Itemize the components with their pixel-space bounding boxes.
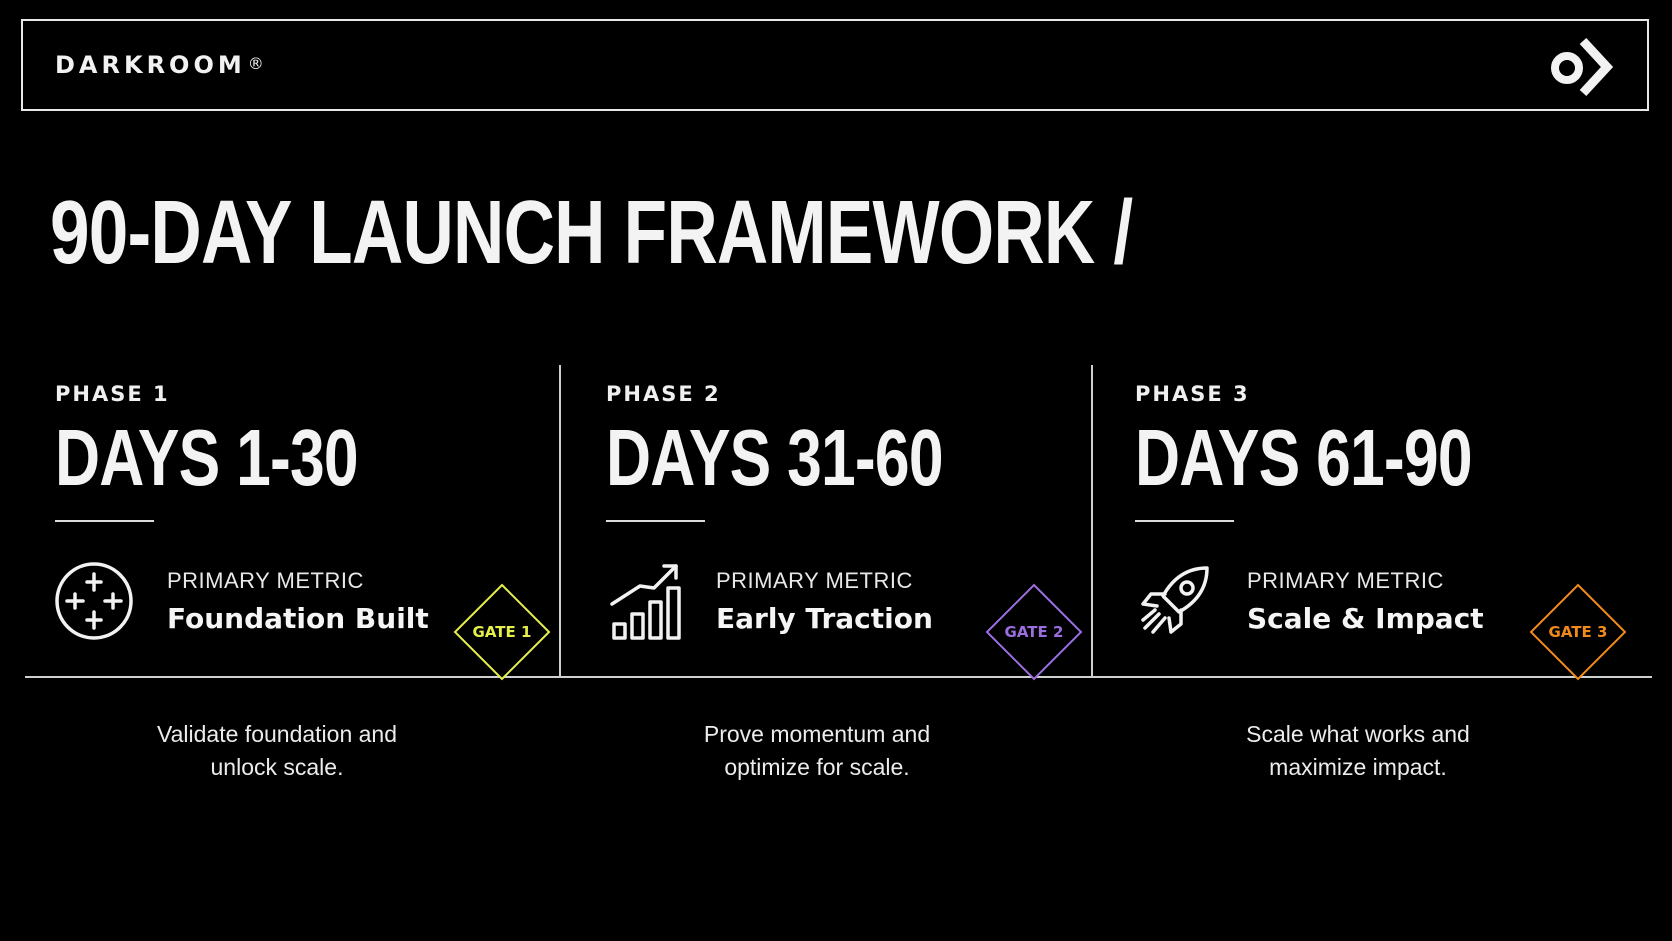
phase-underline	[55, 520, 154, 522]
phase-underline	[1135, 520, 1234, 522]
gate-label: GATE 1	[472, 623, 532, 641]
gate-1-badge: GATE 1	[452, 582, 552, 682]
gate-diamond-icon	[453, 583, 551, 681]
column-divider	[1091, 365, 1093, 677]
crosshair-target-icon	[55, 562, 133, 640]
phase-label: PHASE 3	[1135, 382, 1250, 406]
phase-1-description: Validate foundation and unlock scale.	[117, 718, 437, 784]
brand-name: DARKROOM	[55, 51, 246, 79]
header-bar: DARKROOM®	[21, 19, 1649, 111]
metric-value: Foundation Built	[167, 602, 429, 635]
metric-value: Scale & Impact	[1247, 602, 1484, 635]
phase-3-metric: PRIMARY METRIC Scale & Impact	[1135, 560, 1555, 642]
phase-2-description: Prove momentum and optimize for scale.	[657, 718, 977, 784]
phase-label: PHASE 2	[606, 382, 721, 406]
description-line: Prove momentum and	[703, 721, 931, 747]
phase-3-description: Scale what works and maximize impact.	[1198, 718, 1518, 784]
gate-label: GATE 3	[1548, 623, 1608, 641]
phase-2-header: PHASE 2 DAYS 31-60	[606, 382, 1038, 522]
page-title: 90-DAY LAUNCH FRAMEWORK /	[50, 183, 1133, 283]
description-line: Scale what works and	[1246, 721, 1470, 747]
gate-diamond-icon	[1529, 583, 1627, 681]
registered-mark: ®	[247, 54, 264, 73]
phase-1-header: PHASE 1 DAYS 1-30	[55, 382, 443, 522]
metric-kicker: PRIMARY METRIC	[1247, 568, 1444, 593]
gate-2-badge: GATE 2	[984, 582, 1084, 682]
timeline-baseline	[25, 676, 1652, 678]
description-line: maximize impact.	[1269, 754, 1447, 780]
gate-3-badge: GATE 3	[1528, 582, 1628, 682]
rocket-icon	[1141, 566, 1209, 634]
phase-days: DAYS 1-30	[55, 413, 359, 502]
metric-kicker: PRIMARY METRIC	[167, 568, 364, 593]
phase-label: PHASE 1	[55, 382, 170, 406]
description-line: unlock scale.	[210, 754, 344, 780]
description-line: Validate foundation and	[157, 721, 397, 747]
phase-underline	[606, 520, 705, 522]
gate-label: GATE 2	[1004, 623, 1064, 641]
column-divider	[559, 365, 561, 677]
phase-days: DAYS 31-60	[606, 413, 944, 502]
description-line: optimize for scale.	[724, 754, 910, 780]
brand-logo[interactable]: DARKROOM®	[55, 51, 264, 79]
gate-diamond-icon	[985, 583, 1083, 681]
growth-bar-chart-icon	[610, 564, 681, 640]
metric-value: Early Traction	[716, 602, 933, 635]
phase-2-metric: PRIMARY METRIC Early Traction	[606, 560, 1026, 642]
phase-1-metric: PRIMARY METRIC Foundation Built	[55, 560, 475, 642]
metric-kicker: PRIMARY METRIC	[716, 568, 913, 593]
phase-days: DAYS 61-90	[1135, 413, 1473, 502]
darkroom-logo-icon[interactable]	[1545, 31, 1617, 103]
phase-3-header: PHASE 3 DAYS 61-90	[1135, 382, 1567, 522]
